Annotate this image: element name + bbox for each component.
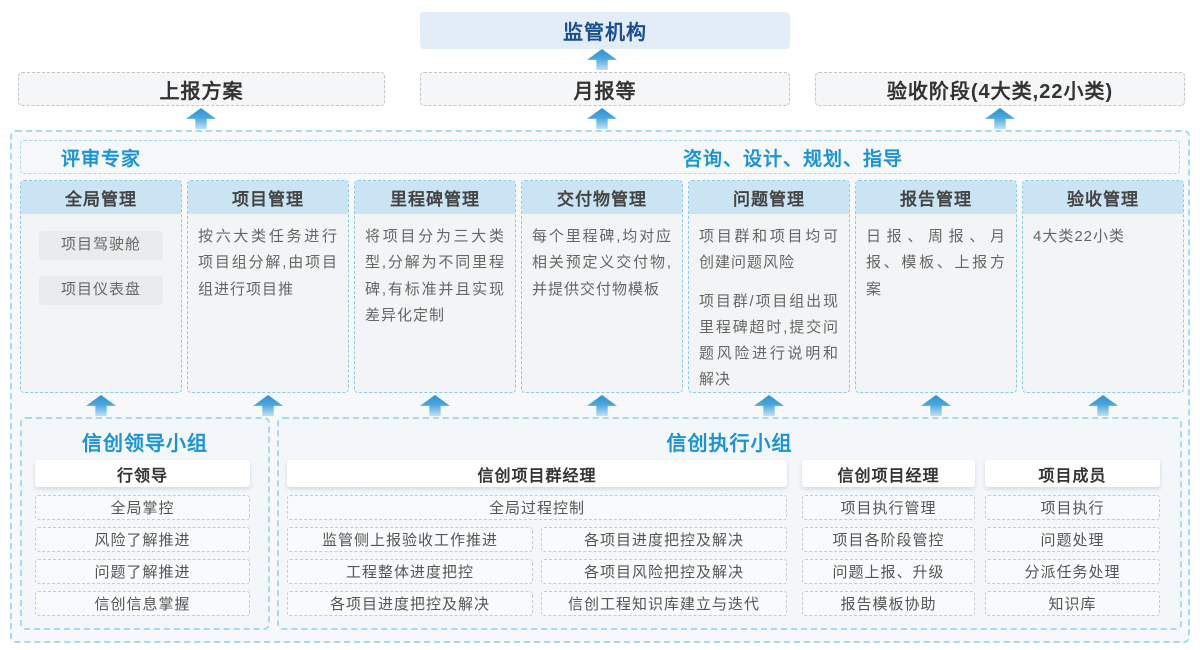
module-column-global: 全局管理 项目驾驶舱 项目仪表盘 <box>20 180 182 393</box>
role-header-bank-leadership: 行领导 <box>35 460 250 487</box>
platform-header-row: 评审专家 咨询、设计、规划、指导 <box>20 140 1180 174</box>
module-column-header: 项目管理 <box>188 181 348 214</box>
task-item: 项目执行管理 <box>802 495 975 520</box>
module-column-body: 项目驾驶舱 项目仪表盘 <box>21 214 181 331</box>
arrow-up-icon <box>587 108 617 129</box>
module-column-header: 验收管理 <box>1023 181 1183 214</box>
task-item: 各项目进度把控及解决 <box>287 591 533 616</box>
consulting-label: 咨询、设计、规划、指导 <box>683 148 904 170</box>
platform-container: 评审专家 咨询、设计、规划、指导 全局管理 项目驾驶舱 项目仪表盘 项目管理 按… <box>10 130 1190 643</box>
module-description: 将项目分为三大类型,分解为不同里程碑,有标准并且实现差异化定制 <box>365 228 505 324</box>
task-item: 项目执行 <box>985 495 1160 520</box>
module-column-body: 每个里程碑,均对应相关预定义交付物,并提供交付物模板 <box>522 214 682 325</box>
arrow-up-icon <box>186 108 216 129</box>
module-column-header: 问题管理 <box>689 181 849 214</box>
module-description: 每个里程碑,均对应相关预定义交付物,并提供交付物模板 <box>532 228 672 298</box>
regulator-box: 监管机构 <box>420 12 790 49</box>
module-column-project: 项目管理 按六大类任务进行项目组分解,由项目组进行项目推 <box>187 180 349 393</box>
module-column-body: 按六大类任务进行项目组分解,由项目组进行项目推 <box>188 214 348 325</box>
leader-group-title: 信创领导小组 <box>82 433 208 455</box>
feature-chip: 项目仪表盘 <box>39 276 163 305</box>
role-header-member: 项目成员 <box>985 460 1160 487</box>
task-item: 分派任务处理 <box>985 559 1160 584</box>
arrow-up-icon <box>985 108 1015 129</box>
arrow-up-icon <box>420 395 450 416</box>
review-experts-label: 评审专家 <box>61 148 142 170</box>
task-item: 项目各阶段管控 <box>802 527 975 552</box>
module-column-deliverable: 交付物管理 每个里程碑,均对应相关预定义交付物,并提供交付物模板 <box>521 180 683 393</box>
module-column-issue: 问题管理 项目群和项目均可创建问题风险 项目群/项目组出现里程碑超时,提交问题风… <box>688 180 850 393</box>
task-item: 全局过程控制 <box>287 495 787 520</box>
module-description: 项目群/项目组出现里程碑超时,提交问题风险进行说明和解决 <box>699 292 839 389</box>
module-column-header: 里程碑管理 <box>355 181 515 214</box>
task-item: 风险了解推进 <box>35 527 250 552</box>
task-item: 信创工程知识库建立与迭代 <box>541 591 787 616</box>
task-item: 信创信息掌握 <box>35 591 250 616</box>
module-column-body: 将项目分为三大类型,分解为不同里程碑,有标准并且实现差异化定制 <box>355 214 515 351</box>
task-item: 问题处理 <box>985 527 1160 552</box>
arrow-up-icon <box>587 395 617 416</box>
task-item: 报告模板协助 <box>802 591 975 616</box>
task-item: 各项目风险把控及解决 <box>541 559 787 584</box>
module-column-body: 日报、周报、月报、模板、上报方案 <box>856 214 1016 325</box>
module-column-report: 报告管理 日报、周报、月报、模板、上报方案 <box>855 180 1017 393</box>
task-item: 问题了解推进 <box>35 559 250 584</box>
submission-box-plan: 上报方案 <box>18 72 385 106</box>
module-column-body: 4大类22小类 <box>1023 214 1183 272</box>
submission-box-monthly: 月报等 <box>420 72 790 106</box>
module-description: 按六大类任务进行项目组分解,由项目组进行项目推 <box>198 228 338 298</box>
arrow-up-icon <box>253 395 283 416</box>
module-column-header: 报告管理 <box>856 181 1016 214</box>
arrow-up-icon <box>587 49 617 70</box>
task-item: 监管侧上报验收工作推进 <box>287 527 533 552</box>
arrow-up-icon <box>86 395 116 416</box>
task-item: 全局掌控 <box>35 495 250 520</box>
module-column-header: 全局管理 <box>21 181 181 214</box>
arrow-up-icon <box>1088 395 1118 416</box>
module-column-milestone: 里程碑管理 将项目分为三大类型,分解为不同里程碑,有标准并且实现差异化定制 <box>354 180 516 393</box>
module-column-body: 项目群和项目均可创建问题风险 项目群/项目组出现里程碑超时,提交问题风险进行说明… <box>689 214 849 392</box>
role-header-project-manager: 信创项目经理 <box>802 460 975 487</box>
arrow-up-icon <box>754 395 784 416</box>
task-item: 知识库 <box>985 591 1160 616</box>
module-column-acceptance: 验收管理 4大类22小类 <box>1022 180 1184 393</box>
feature-chip: 项目驾驶舱 <box>39 231 163 260</box>
module-column-header: 交付物管理 <box>522 181 682 214</box>
role-header-program-manager: 信创项目群经理 <box>287 460 787 487</box>
submission-box-acceptance: 验收阶段(4大类,22小类) <box>815 72 1185 106</box>
module-description: 日报、周报、月报、模板、上报方案 <box>866 228 1006 298</box>
task-item: 各项目进度把控及解决 <box>541 527 787 552</box>
arrow-up-icon <box>921 395 951 416</box>
task-item: 问题上报、升级 <box>802 559 975 584</box>
module-description: 4大类22小类 <box>1033 228 1126 245</box>
task-item: 工程整体进度把控 <box>287 559 533 584</box>
module-description: 项目群和项目均可创建问题风险 <box>699 228 839 272</box>
executor-group-title: 信创执行小组 <box>666 433 793 455</box>
